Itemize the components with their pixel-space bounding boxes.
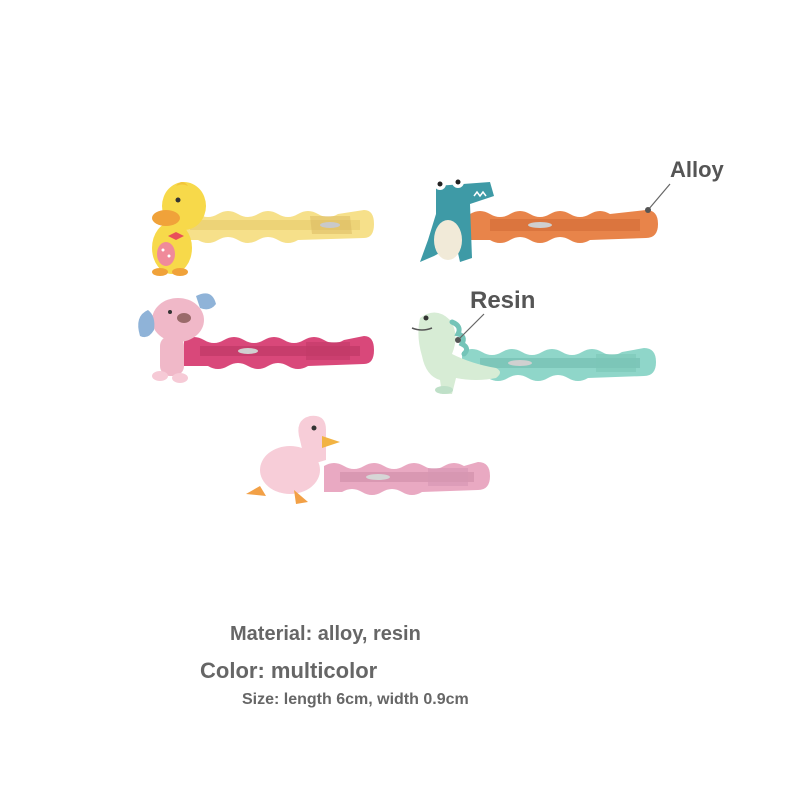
resin-label: Resin — [470, 287, 536, 314]
alloy-label: Alloy — [670, 157, 724, 182]
resin-callout-marker — [455, 313, 485, 343]
dog-figure — [138, 293, 216, 383]
dinosaur-figure — [411, 312, 500, 394]
hair-clip-pink-goose — [246, 415, 490, 504]
alloy-callout-marker — [645, 183, 671, 213]
hair-clip-orange-crocodile — [420, 176, 658, 262]
crocodile-figure — [420, 176, 494, 262]
hair-clip-magenta-dog — [138, 293, 374, 383]
hair-clip-yellow-duck — [152, 182, 374, 276]
size-spec: Size: length 6cm, width 0.9cm — [242, 691, 469, 708]
goose-figure — [246, 415, 340, 504]
material-spec: Material: alloy, resin — [230, 623, 421, 645]
hair-clip-mint-dinosaur — [411, 312, 656, 394]
color-spec: Color: multicolor — [200, 658, 378, 683]
duck-figure — [152, 182, 206, 276]
